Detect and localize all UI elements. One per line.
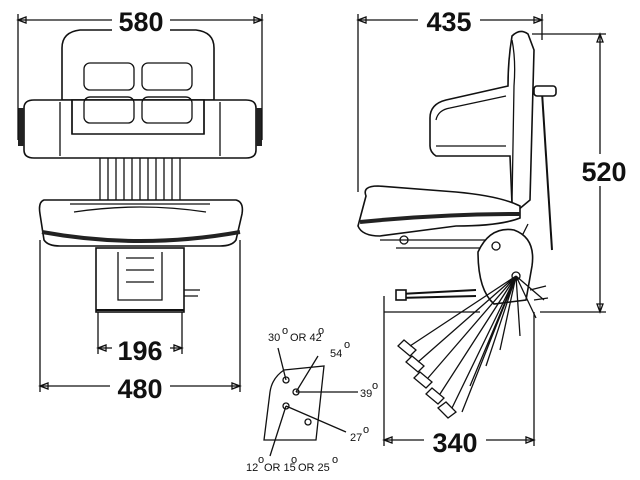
angle-27: 27: [350, 432, 362, 444]
front-seat-cushion: [38, 199, 244, 247]
dim-196: 196: [117, 336, 162, 366]
dim-480: 480: [117, 374, 162, 404]
side-mechanism: [477, 228, 534, 305]
svg-text:o: o: [318, 325, 324, 337]
dim-435: 435: [426, 7, 471, 37]
svg-text:o: o: [363, 424, 369, 436]
svg-text:o: o: [291, 454, 297, 466]
angle-detail: [263, 347, 358, 457]
side-backrest: [429, 30, 535, 212]
dim-580: 580: [118, 7, 163, 37]
side-seat-cushion: [357, 185, 521, 237]
svg-text:o: o: [332, 454, 338, 466]
front-suspension: [95, 247, 185, 313]
side-base: [383, 296, 480, 446]
angle-30: 30: [268, 332, 280, 344]
dim-520: 520: [581, 157, 626, 187]
angle-or-25: OR 25: [298, 462, 330, 474]
svg-text:o: o: [258, 454, 264, 466]
angle-54: 54: [330, 348, 342, 360]
front-backrest: [61, 29, 215, 101]
svg-text:o: o: [282, 325, 288, 337]
angle-12: 12: [246, 462, 258, 474]
side-handle: [541, 91, 553, 251]
side-view: [357, 30, 557, 446]
angle-39: 39: [360, 388, 372, 400]
dim-340: 340: [432, 428, 477, 458]
angle-or-42: OR 42: [290, 332, 322, 344]
svg-text:o: o: [372, 380, 378, 392]
angle-or-15: OR 15: [264, 462, 296, 474]
svg-text:o: o: [344, 339, 350, 351]
angle-labels: 30 o OR 42 o 54 o 39 o 27 o 12 o OR 15 o…: [246, 325, 378, 474]
front-view: [18, 29, 262, 313]
